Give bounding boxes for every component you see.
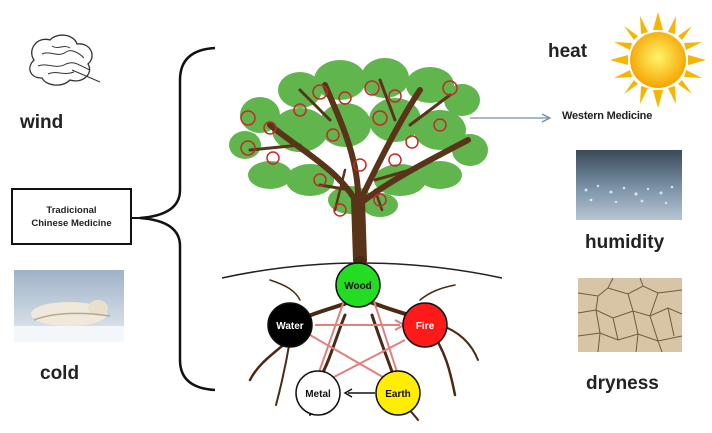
element-fire-label: Fire [416,321,435,332]
branches [248,78,471,267]
cold-photo [14,270,124,342]
cold-label: cold [40,363,80,384]
sun-icon [610,12,706,108]
humidity-photo [576,150,682,220]
element-water: Water [267,302,313,348]
element-wood: Wood [335,262,381,308]
heat-label: heat [548,41,588,62]
element-earth-label: Earth [385,389,411,400]
dryness-photo [578,278,682,352]
tcm-line-2: Chinese Medicine [31,217,112,229]
western-medicine-label: Western Medicine [562,110,653,122]
dryness-label: dryness [586,373,659,394]
element-metal-label: Metal [305,389,331,400]
tcm-line-1: Tradicional [46,204,97,216]
element-metal: Metal [295,370,341,416]
element-wood-label: Wood [344,281,372,292]
humidity-label: humidity [585,232,665,253]
element-earth: Earth [375,370,421,416]
wind-label: wind [20,112,64,133]
cycle-arrows [309,297,407,381]
element-water-label: Water [276,321,304,332]
branch-circles [240,80,458,217]
element-fire: Fire [402,302,448,348]
tcm-box: Tradicional Chinese Medicine [11,188,132,245]
wind-icon [29,34,101,86]
